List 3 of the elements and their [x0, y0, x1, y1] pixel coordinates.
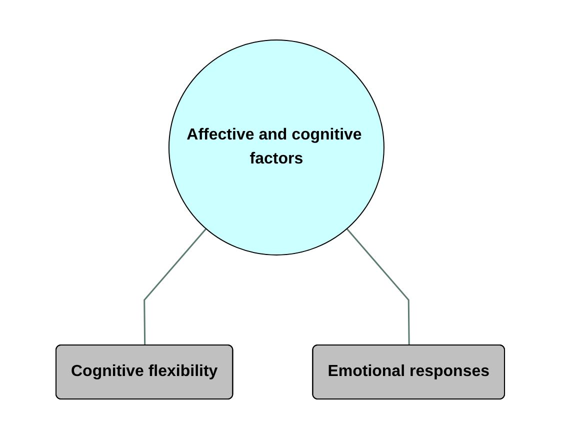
node-circle: Affective and cognitive factors: [168, 40, 385, 256]
connector: [144, 228, 207, 346]
connector: [346, 228, 410, 346]
